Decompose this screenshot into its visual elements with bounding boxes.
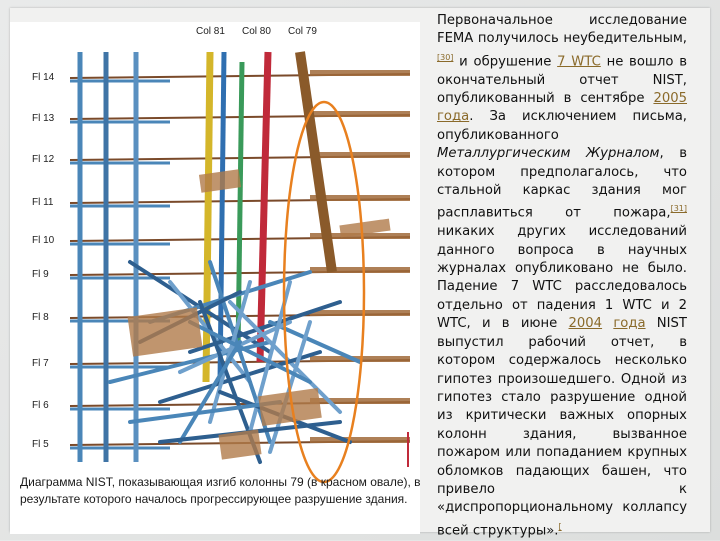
floor-plate [310,398,410,404]
reference-30[interactable]: [30] [437,52,454,62]
text-run: не вошло в окончательный отчет NIST, опу… [437,54,687,107]
floor-label-7: Fl 7 [32,358,49,369]
debris-beam [188,320,312,384]
debris-beam [158,350,322,404]
debris-plate [218,429,262,460]
text-run: , в котором предполагалось, что стальной… [437,146,687,221]
column-label-81: Col 81 [196,26,225,37]
link-7-wtc[interactable]: 7 WTC [557,54,601,70]
floor-label-13: Fl 13 [32,113,55,124]
floor-plate [310,152,410,158]
column-81-side [217,51,227,383]
collapse-diagram-svg [69,51,411,484]
floor-label-5: Fl 5 [32,439,49,450]
link-2005[interactable]: 2005 [653,91,687,107]
journal-name: Металлургическим Журналом [437,146,660,162]
debris-plate [258,387,322,427]
floor-label-11: Fl 11 [32,197,54,208]
debris-beam [208,260,272,444]
floor-label-8: Fl 8 [32,312,49,323]
floor-plate [310,310,410,316]
article-text: Первоначальное исследование FEMA получил… [437,12,687,541]
link-year-2005[interactable]: года [437,109,470,125]
floor-plate [310,111,410,117]
debris-plate [198,169,242,193]
debris-beam [178,340,242,444]
floor-plate [310,437,410,443]
text-run: никаких других исследований данного вопр… [437,224,687,332]
floor-label-10: Fl 10 [32,235,55,246]
debris-beam [228,300,342,414]
floor-plate [310,233,410,239]
text-run: и обрушение [453,54,558,70]
column-label-80: Col 80 [242,26,271,37]
link-year-2004[interactable]: года [613,316,646,332]
floor-plate [310,70,410,76]
reference-end[interactable]: [ [558,521,562,531]
floor-plate [310,267,410,273]
debris-plate [127,307,203,357]
floor-label-12: Fl 12 [32,154,55,165]
column-green [235,61,245,353]
floor-label-9: Fl 9 [32,269,49,280]
debris-beam [128,400,282,424]
figure-caption: Диаграмма NIST, показывающая изгиб колон… [20,475,420,506]
floor-label-6: Fl 6 [32,400,49,411]
reference-31[interactable]: [31] [670,204,687,214]
nist-diagram: Col 81 Col 80 Col 79 Fl 14 Fl 13 Fl 12 F… [10,22,420,534]
text-run: NIST выпустил рабочий отчет, в котором с… [437,316,687,539]
link-2004[interactable]: 2004 [568,316,603,332]
debris-beam [208,280,252,424]
column-label-79: Col 79 [288,26,317,37]
floor-plate [310,356,410,362]
floor-label-14: Fl 14 [32,72,55,83]
column-79 [295,51,337,273]
highlight-oval [282,100,366,484]
text-run: Первоначальное исследование FEMA получил… [437,13,687,47]
debris-plate [339,218,391,238]
column-80 [256,51,272,363]
text-run: . За исключением письма, опубликованного [437,109,687,143]
